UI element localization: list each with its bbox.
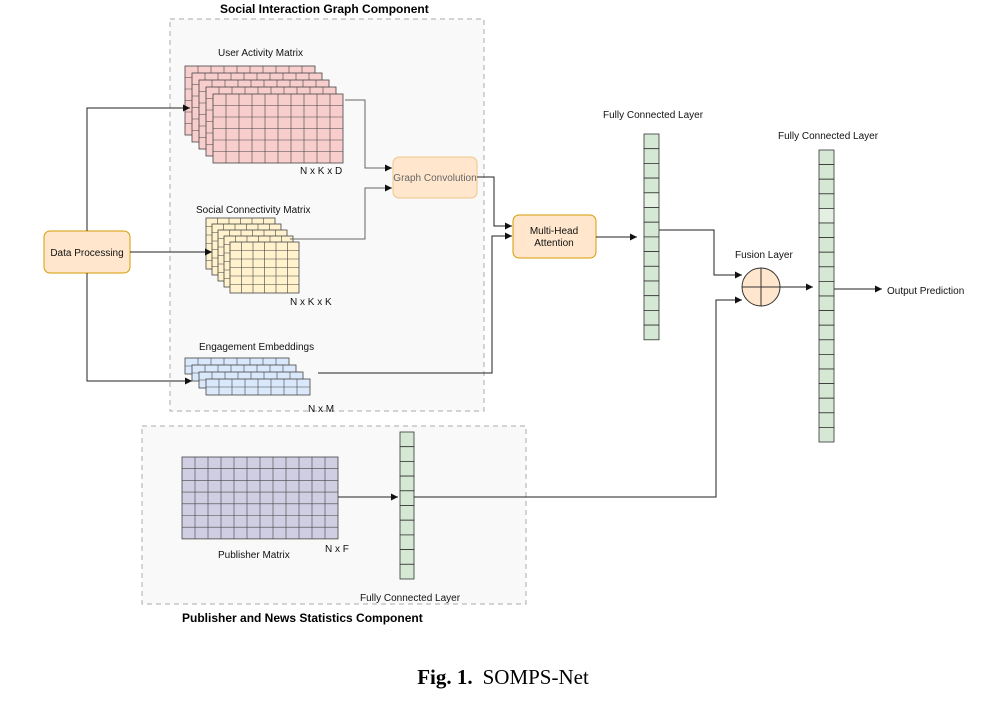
user-activity-layer: [212, 93, 344, 164]
fc2-unit: [818, 193, 835, 209]
fc1-unit: [643, 295, 660, 311]
fc1-unit: [643, 309, 660, 326]
fc2-label: Fully Connected Layer: [778, 131, 879, 142]
fc2-unit: [818, 266, 835, 282]
fc1-unit: [643, 251, 660, 267]
fc1-unit: [643, 207, 660, 223]
fully-connected-layer-publisher: [399, 431, 415, 580]
caption-prefix: Fig. 1.: [417, 665, 472, 689]
attention-label-line1: Multi-Head: [530, 226, 578, 237]
social-connectivity-label: Social Connectivity Matrix: [196, 205, 310, 216]
fc2-unit: [818, 412, 835, 428]
publisher-component-title: Publisher and News Statistics Component: [182, 611, 423, 625]
fc2-unit: [818, 353, 835, 370]
fusion-layer-label: Fusion Layer: [735, 250, 793, 261]
fc3-unit: [399, 446, 415, 462]
fc2-unit: [818, 237, 835, 253]
fc2-unit: [818, 207, 835, 224]
fc2-unit: [818, 397, 835, 414]
publisher-matrix-label: Publisher Matrix: [218, 550, 290, 561]
fc2-unit: [818, 339, 835, 355]
edge-sc-to-gc: [290, 184, 392, 240]
attention-label-line2: Attention: [534, 238, 573, 249]
fc1-unit: [643, 192, 660, 208]
edge-dp-to-ee: [86, 273, 192, 385]
fc1-unit: [643, 236, 660, 252]
fc2-unit: [818, 310, 835, 326]
fc3-unit: [399, 460, 415, 477]
fc1-unit: [643, 280, 660, 297]
fc3-unit: [399, 563, 415, 580]
engagement-layer: [205, 378, 311, 396]
fc2-unit: [818, 426, 835, 443]
social-component-title: Social Interaction Graph Component: [220, 2, 429, 16]
fc2-unit: [818, 164, 835, 180]
user-activity-matrix: [184, 65, 344, 164]
fc3-unit: [399, 475, 415, 492]
fc2-unit: [818, 222, 835, 239]
fc1-unit: [643, 162, 660, 179]
engagement-label: Engagement Embeddings: [199, 342, 314, 353]
fc1-unit: [643, 265, 660, 282]
fc3-unit: [399, 534, 415, 551]
engagement-dims: N x M: [308, 404, 334, 415]
edge-fc1-to-fusion: [659, 229, 742, 279]
publisher: [181, 456, 339, 540]
fc3-unit: [399, 519, 415, 536]
edge-ee-to-att: [318, 232, 512, 374]
fc1-unit: [643, 177, 660, 194]
figure-caption: Fig. 1. SOMPS-Net: [417, 665, 589, 689]
publisher-matrix-dims: N x F: [325, 544, 349, 555]
fc2-unit: [818, 383, 835, 399]
fc3-unit: [399, 549, 415, 565]
edge-gc-to-att: [477, 176, 512, 230]
fc1-unit: [643, 221, 660, 238]
fc2-unit: [818, 324, 835, 341]
social-connectivity-matrix: [205, 217, 300, 294]
edges: [86, 99, 882, 501]
social-connectivity-layer: [229, 241, 300, 294]
fc2-unit: [818, 178, 835, 195]
graph-convolution-label: Graph Convolution: [393, 173, 476, 184]
edge-ua-to-gc: [345, 99, 392, 172]
fc3-unit: [399, 490, 415, 506]
user-activity-label: User Activity Matrix: [218, 48, 303, 59]
user-activity-dims: N x K x D: [300, 166, 342, 177]
fc1-unit: [643, 133, 660, 150]
data-processing-label: Data Processing: [50, 248, 123, 259]
engagement-embeddings: [184, 357, 311, 396]
caption-text: SOMPS-Net: [483, 665, 589, 689]
fc1-label: Fully Connected Layer: [603, 110, 704, 121]
fc-publisher-label: Fully Connected Layer: [360, 593, 461, 604]
fc2-unit: [818, 149, 835, 166]
fc1-unit: [643, 324, 660, 341]
fc2-unit: [818, 295, 835, 312]
edge-dp-to-ua: [86, 104, 190, 231]
fc2-unit: [818, 280, 835, 297]
fc2-unit: [818, 251, 835, 268]
fc3-unit: [399, 505, 415, 521]
fully-connected-layer-1: [643, 133, 660, 341]
fc1-unit: [643, 148, 660, 164]
fully-connected-layer-2: [818, 149, 835, 443]
edge-fc3-to-fusion: [414, 296, 742, 498]
output-prediction-label: Output Prediction: [887, 286, 964, 297]
publisher-matrix: [181, 456, 339, 540]
fc2-unit: [818, 368, 835, 385]
social-connectivity-dims: N x K x K: [290, 297, 332, 308]
fc3-unit: [399, 431, 415, 448]
